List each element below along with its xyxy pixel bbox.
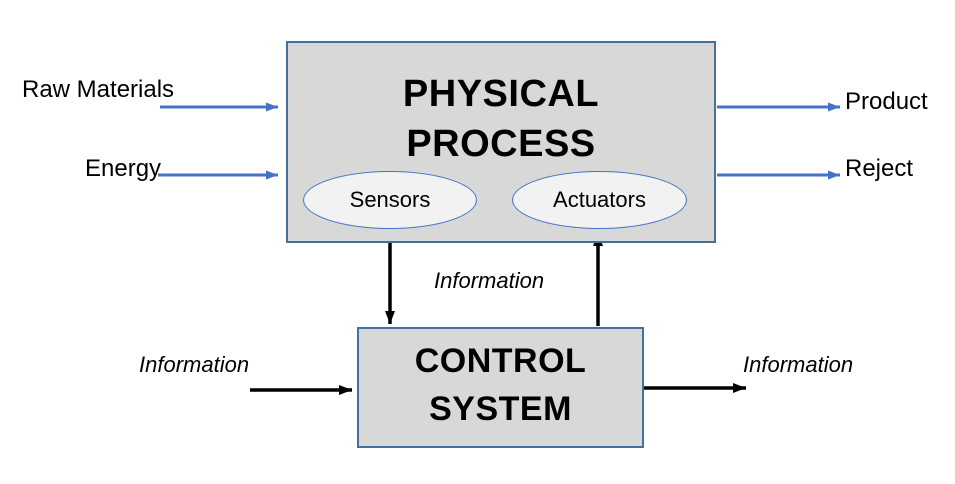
sensors-label: Sensors bbox=[349, 187, 431, 212]
information-right-label: Information bbox=[743, 352, 854, 377]
sensors-ellipse: Sensors bbox=[303, 171, 477, 229]
information-center-label: Information bbox=[434, 268, 545, 293]
physical-process-title-line2: PROCESS bbox=[406, 123, 596, 165]
product-label: Product bbox=[845, 88, 928, 115]
raw-materials-label: Raw Materials bbox=[22, 76, 175, 103]
control-system-title-line2: SYSTEM bbox=[429, 390, 572, 428]
energy-label: Energy bbox=[85, 155, 162, 182]
actuators-label: Actuators bbox=[553, 187, 646, 212]
physical-process-title: PHYSICAL PROCESS bbox=[288, 69, 714, 169]
control-system-title-line1: CONTROL bbox=[414, 342, 587, 380]
control-system-box: CONTROL SYSTEM bbox=[357, 327, 644, 448]
actuators-ellipse: Actuators bbox=[512, 171, 687, 229]
reject-label: Reject bbox=[845, 155, 914, 182]
control-system-title: CONTROL SYSTEM bbox=[359, 337, 642, 433]
information-left-label: Information bbox=[139, 352, 250, 377]
physical-process-title-line1: PHYSICAL bbox=[402, 73, 600, 115]
